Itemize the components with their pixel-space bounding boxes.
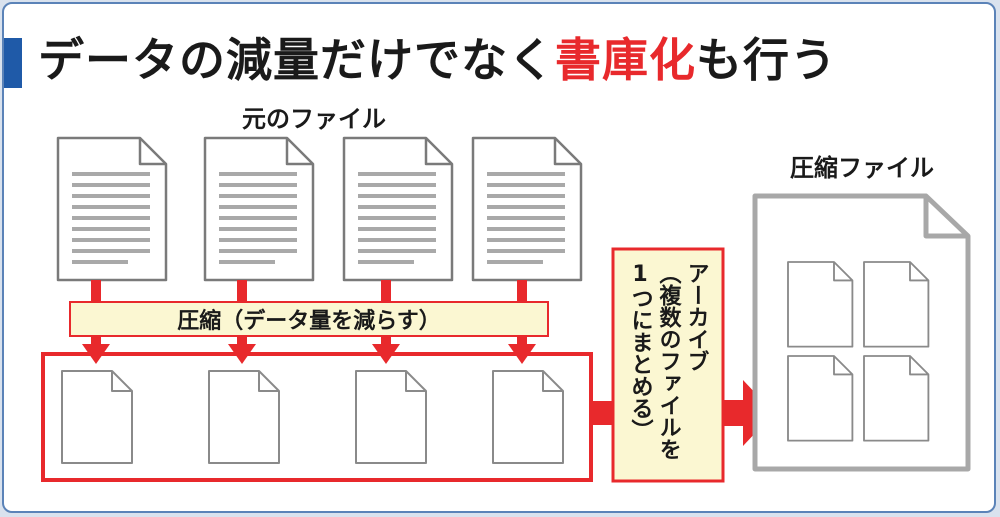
compression-diagram: 元のファイル 圧縮（データ量を <box>41 105 971 483</box>
compressed-file-label: 圧縮ファイル <box>790 154 934 182</box>
compress-step-band <box>69 301 549 337</box>
original-document-icon <box>471 136 583 282</box>
title-accent-bar <box>4 38 22 88</box>
original-document-icon <box>203 136 315 282</box>
compressed-document-icon <box>355 370 427 464</box>
archive-label-line3: 1つにまとめる） <box>628 262 654 441</box>
archived-document-icon <box>787 355 854 442</box>
original-document-icon <box>342 136 454 282</box>
original-document-icon <box>56 136 168 282</box>
figure-title: データの減量だけでなく書庫化も行う <box>38 30 837 90</box>
compressed-document-icon <box>208 370 280 464</box>
compressed-document-icon <box>492 370 564 464</box>
compressed-file-icon <box>752 193 971 472</box>
archive-step-box <box>611 247 725 483</box>
compress-step-label: 圧縮（データ量を減らす） <box>177 308 441 334</box>
original-files-label: 元のファイル <box>242 105 386 133</box>
title-suffix: も行う <box>696 33 837 87</box>
archive-label-line1: アーカイブ <box>684 262 709 372</box>
title-prefix: データの減量だけでなく <box>38 33 555 87</box>
archived-document-icon <box>863 261 930 348</box>
archived-document-icon <box>787 261 854 348</box>
archive-label-line2: （複数のファイルを <box>656 262 682 460</box>
title-highlight: 書庫化 <box>555 33 696 87</box>
compressed-document-icon <box>61 370 133 464</box>
archive-connector <box>591 401 613 425</box>
archived-document-icon <box>863 355 930 442</box>
